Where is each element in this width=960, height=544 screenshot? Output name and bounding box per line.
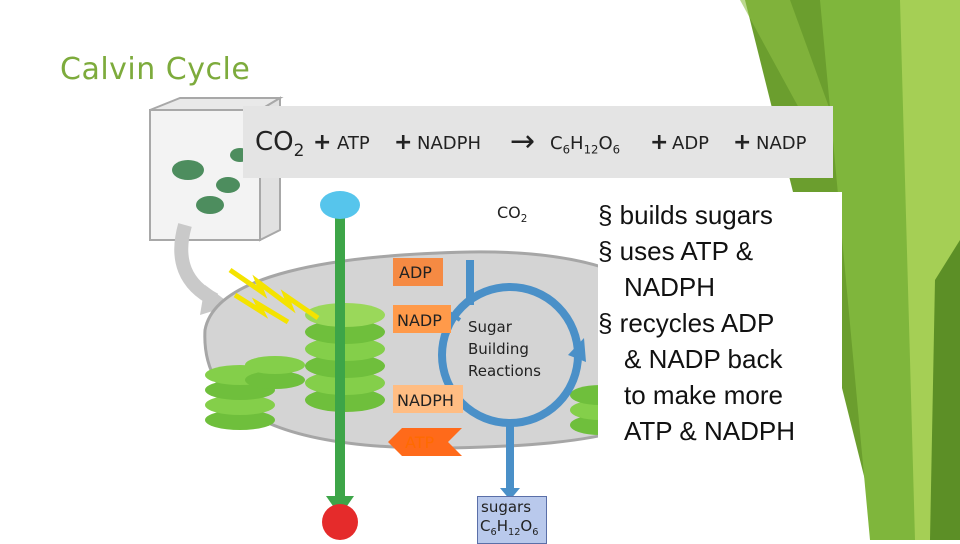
equation-atp: ATP (337, 133, 370, 154)
nadp-label: NADP (397, 311, 442, 330)
equation-arrow: → (510, 124, 536, 159)
sugars-label: sugars (481, 498, 532, 516)
diagram-co2-text: CO (497, 203, 521, 222)
nadph-label: NADPH (397, 391, 454, 410)
sugars-c: C (480, 517, 491, 535)
equation-nadp: NADP (756, 133, 807, 154)
diagram-co2-sub: 2 (520, 213, 528, 226)
equation-co2: CO2 (255, 127, 304, 160)
glucose-o-sub: 6 (612, 142, 621, 157)
glucose-c: C (550, 133, 563, 154)
bullet-line-5: & NADP back (624, 344, 783, 374)
sugars-h: H (496, 517, 508, 535)
reaction-line-2: Building (468, 340, 529, 358)
plus-4: + (733, 130, 752, 155)
plus-3: + (650, 130, 669, 155)
plus-2: + (394, 130, 413, 155)
equation-nadph: NADPH (417, 133, 482, 154)
atp-label: ATP (405, 433, 435, 452)
equation-co2-sub: 2 (293, 140, 305, 161)
sugars-o-sub: 6 (532, 527, 539, 538)
sugars-o: O (520, 517, 533, 535)
equation-glucose: C6H12O6 (550, 133, 620, 157)
equation-banner (243, 106, 833, 178)
equation-co2-text: CO (255, 127, 294, 157)
bullet-line-1: § builds sugars (598, 200, 773, 230)
bullet-line-7: ATP & NADPH (624, 416, 795, 446)
reaction-line-1: Sugar (468, 318, 512, 336)
bullet-line-4: § recycles ADP (598, 308, 775, 338)
bullet-panel (598, 192, 842, 448)
glucose-h: H (570, 133, 584, 154)
grana-stack-left (205, 356, 305, 430)
sugars-h-sub: 12 (507, 527, 521, 538)
glucose-c-sub: 6 (562, 142, 571, 157)
sugars-formula: C6H12O6 (480, 517, 538, 538)
plus-1: + (313, 130, 332, 155)
bullet-line-6: to make more (624, 380, 783, 410)
equation-adp: ADP (672, 133, 710, 154)
glucose-o: O (598, 133, 613, 154)
bullet-line-3: NADPH (624, 272, 716, 302)
bullet-line-2: § uses ATP & (598, 236, 754, 266)
reaction-line-3: Reactions (468, 362, 541, 380)
diagram-co2-label: CO2 (497, 203, 527, 225)
sugars-c-sub: 6 (490, 527, 497, 538)
glucose-h-sub: 12 (583, 142, 599, 157)
slide-title: Calvin Cycle (60, 52, 251, 87)
adp-label: ADP (399, 263, 432, 282)
